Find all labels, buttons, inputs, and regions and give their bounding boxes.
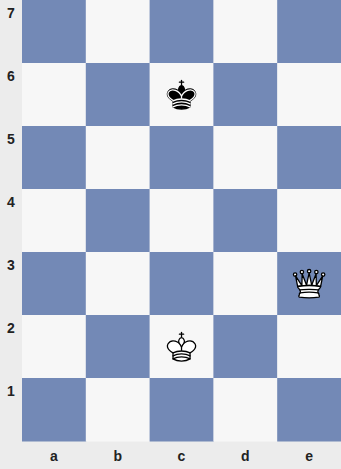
board-square	[277, 378, 341, 442]
board-square	[213, 189, 277, 253]
board-square	[213, 0, 277, 64]
file-label: d	[213, 448, 277, 464]
board-square	[22, 0, 86, 64]
rank-label: 3	[0, 257, 22, 273]
board-square	[277, 0, 341, 64]
board-square	[86, 252, 150, 316]
rank-label: 6	[0, 68, 22, 84]
black-king	[167, 81, 195, 110]
board-square	[213, 378, 277, 442]
board-square	[150, 63, 214, 127]
board-square	[150, 0, 214, 64]
board-square	[213, 63, 277, 127]
board-square	[150, 126, 214, 190]
board-square	[277, 189, 341, 253]
board-square	[22, 315, 86, 379]
white-queen	[293, 270, 324, 298]
board-square	[277, 252, 341, 316]
rank-label: 2	[0, 320, 22, 336]
rank-label: 1	[0, 383, 22, 399]
rank-label: 7	[0, 5, 22, 21]
board-square	[86, 189, 150, 253]
board-square	[22, 378, 86, 442]
rank-label: 5	[0, 131, 22, 147]
rank-label: 4	[0, 194, 22, 210]
board-square	[86, 126, 150, 190]
file-label: a	[22, 448, 86, 464]
board-square	[22, 63, 86, 127]
board-square	[22, 252, 86, 316]
board-square	[86, 63, 150, 127]
file-label: b	[86, 448, 150, 464]
board-square	[150, 189, 214, 253]
board-square	[86, 315, 150, 379]
board-square	[22, 126, 86, 190]
board-square	[213, 252, 277, 316]
board-square	[86, 378, 150, 442]
board-square	[150, 315, 214, 379]
board-square	[86, 0, 150, 64]
board-squares	[22, 0, 341, 442]
board-square	[277, 126, 341, 190]
white-king	[167, 333, 195, 362]
file-label: c	[150, 448, 214, 464]
board-square	[150, 252, 214, 316]
board-square	[213, 126, 277, 190]
board-square	[277, 63, 341, 127]
board-square	[22, 189, 86, 253]
board-square	[277, 315, 341, 379]
file-label: e	[277, 448, 341, 464]
chess-pieces	[167, 81, 324, 362]
board-square	[213, 315, 277, 379]
board-square	[150, 378, 214, 442]
